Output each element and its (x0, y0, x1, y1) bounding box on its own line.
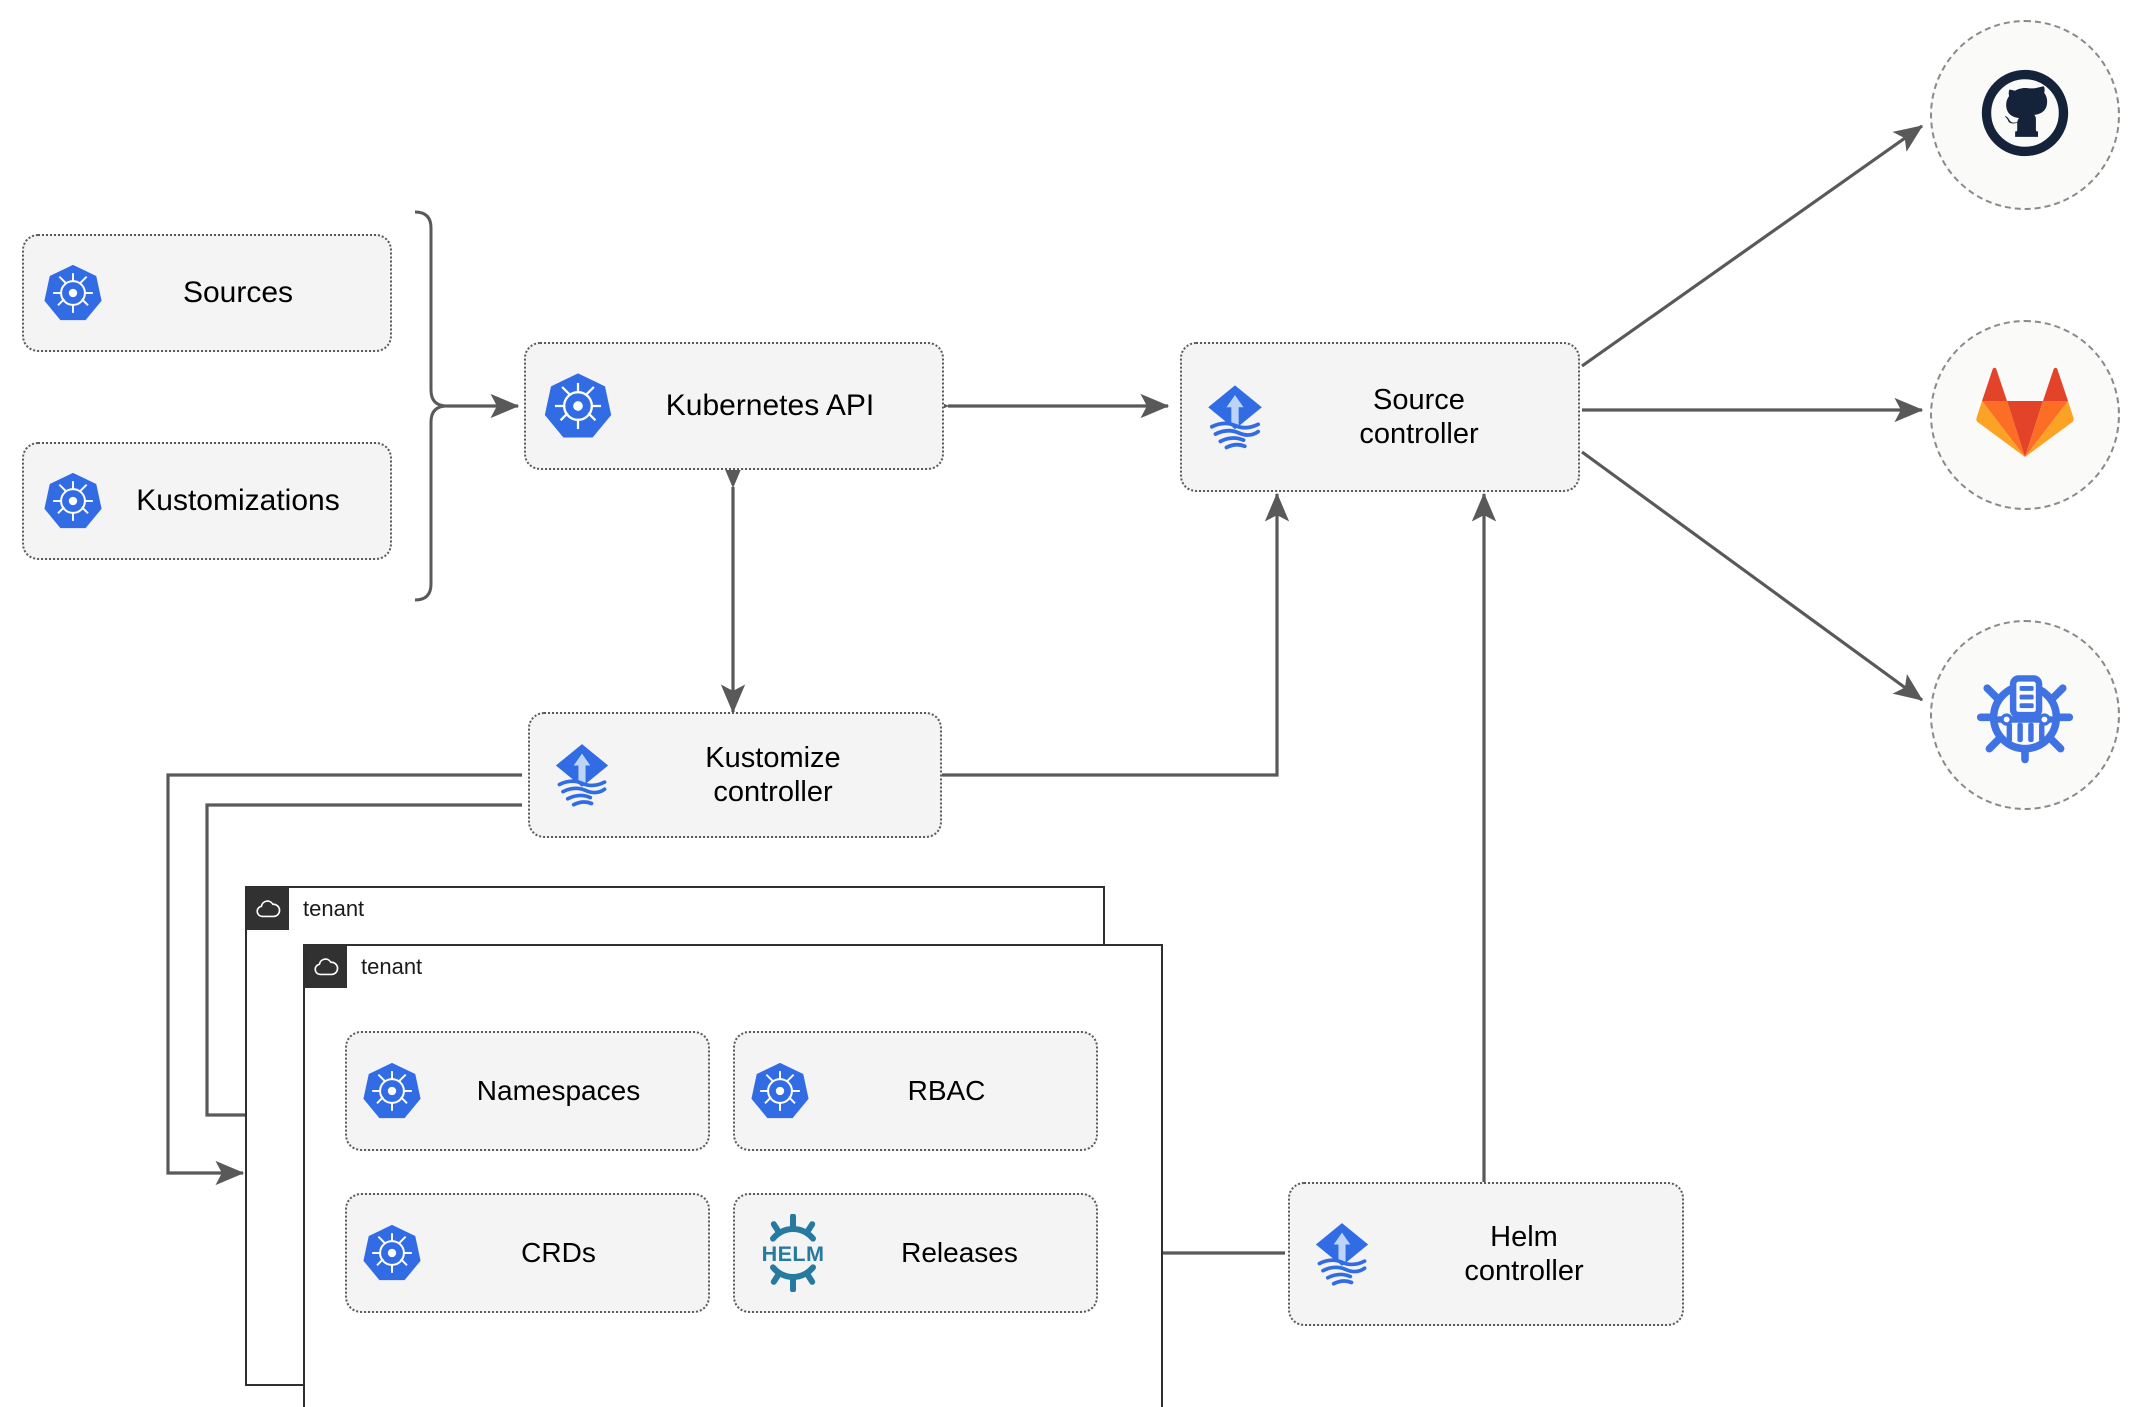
node-label: Source controller (1359, 383, 1479, 450)
node-source-controller[interactable]: Source controller (1180, 342, 1580, 492)
bucket-icon (1971, 659, 2079, 772)
provider-gitlab[interactable] (1930, 320, 2120, 510)
tenant-resource-crds[interactable]: CRDs (345, 1193, 710, 1313)
provider-bucket[interactable] (1930, 620, 2120, 810)
kubernetes-icon (542, 370, 614, 442)
helm-icon: HELM (749, 1214, 837, 1292)
cloud-icon (305, 946, 347, 988)
cloud-icon (247, 888, 289, 930)
tenant-label: tenant (361, 954, 423, 979)
github-icon (1973, 61, 2077, 170)
kubernetes-icon (42, 470, 104, 532)
node-sources[interactable]: Sources (22, 234, 392, 352)
provider-github[interactable] (1930, 20, 2120, 210)
tenant-container-front[interactable]: tenant (303, 944, 1163, 1407)
node-label: Helm controller (1464, 1220, 1584, 1287)
kubernetes-icon (749, 1060, 811, 1122)
flux-icon (1196, 378, 1274, 456)
tenant-resource-namespaces[interactable]: Namespaces (345, 1031, 710, 1151)
tenant-header: tenant (247, 888, 364, 930)
gitlab-icon (1975, 365, 2075, 466)
resource-label: Namespaces (476, 1075, 641, 1107)
svg-text:HELM: HELM (762, 1241, 825, 1266)
tenant-resource-rbac[interactable]: RBAC (733, 1031, 1098, 1151)
node-label: Kubernetes API (665, 389, 875, 423)
kubernetes-icon (361, 1060, 423, 1122)
node-kustomizations[interactable]: Kustomizations (22, 442, 392, 560)
node-label: Kustomizations (136, 484, 340, 518)
node-kubernetes-api[interactable]: Kubernetes API (524, 342, 944, 470)
tenant-resource-releases[interactable]: HELM Releases (733, 1193, 1098, 1313)
node-label: Kustomize controller (705, 741, 841, 808)
tenant-header: tenant (305, 946, 422, 988)
node-kustomize-controller[interactable]: Kustomize controller (528, 712, 942, 838)
flux-icon (544, 737, 620, 813)
resource-label: CRDs (521, 1237, 596, 1269)
flux-icon (1304, 1216, 1380, 1292)
kubernetes-icon (42, 262, 104, 324)
resource-label: RBAC (907, 1075, 986, 1107)
node-helm-controller[interactable]: Helm controller (1288, 1182, 1684, 1326)
resource-label: Releases (901, 1237, 1018, 1269)
node-label: Sources (182, 276, 294, 310)
tenant-label: tenant (303, 896, 365, 921)
kubernetes-icon (361, 1222, 423, 1284)
